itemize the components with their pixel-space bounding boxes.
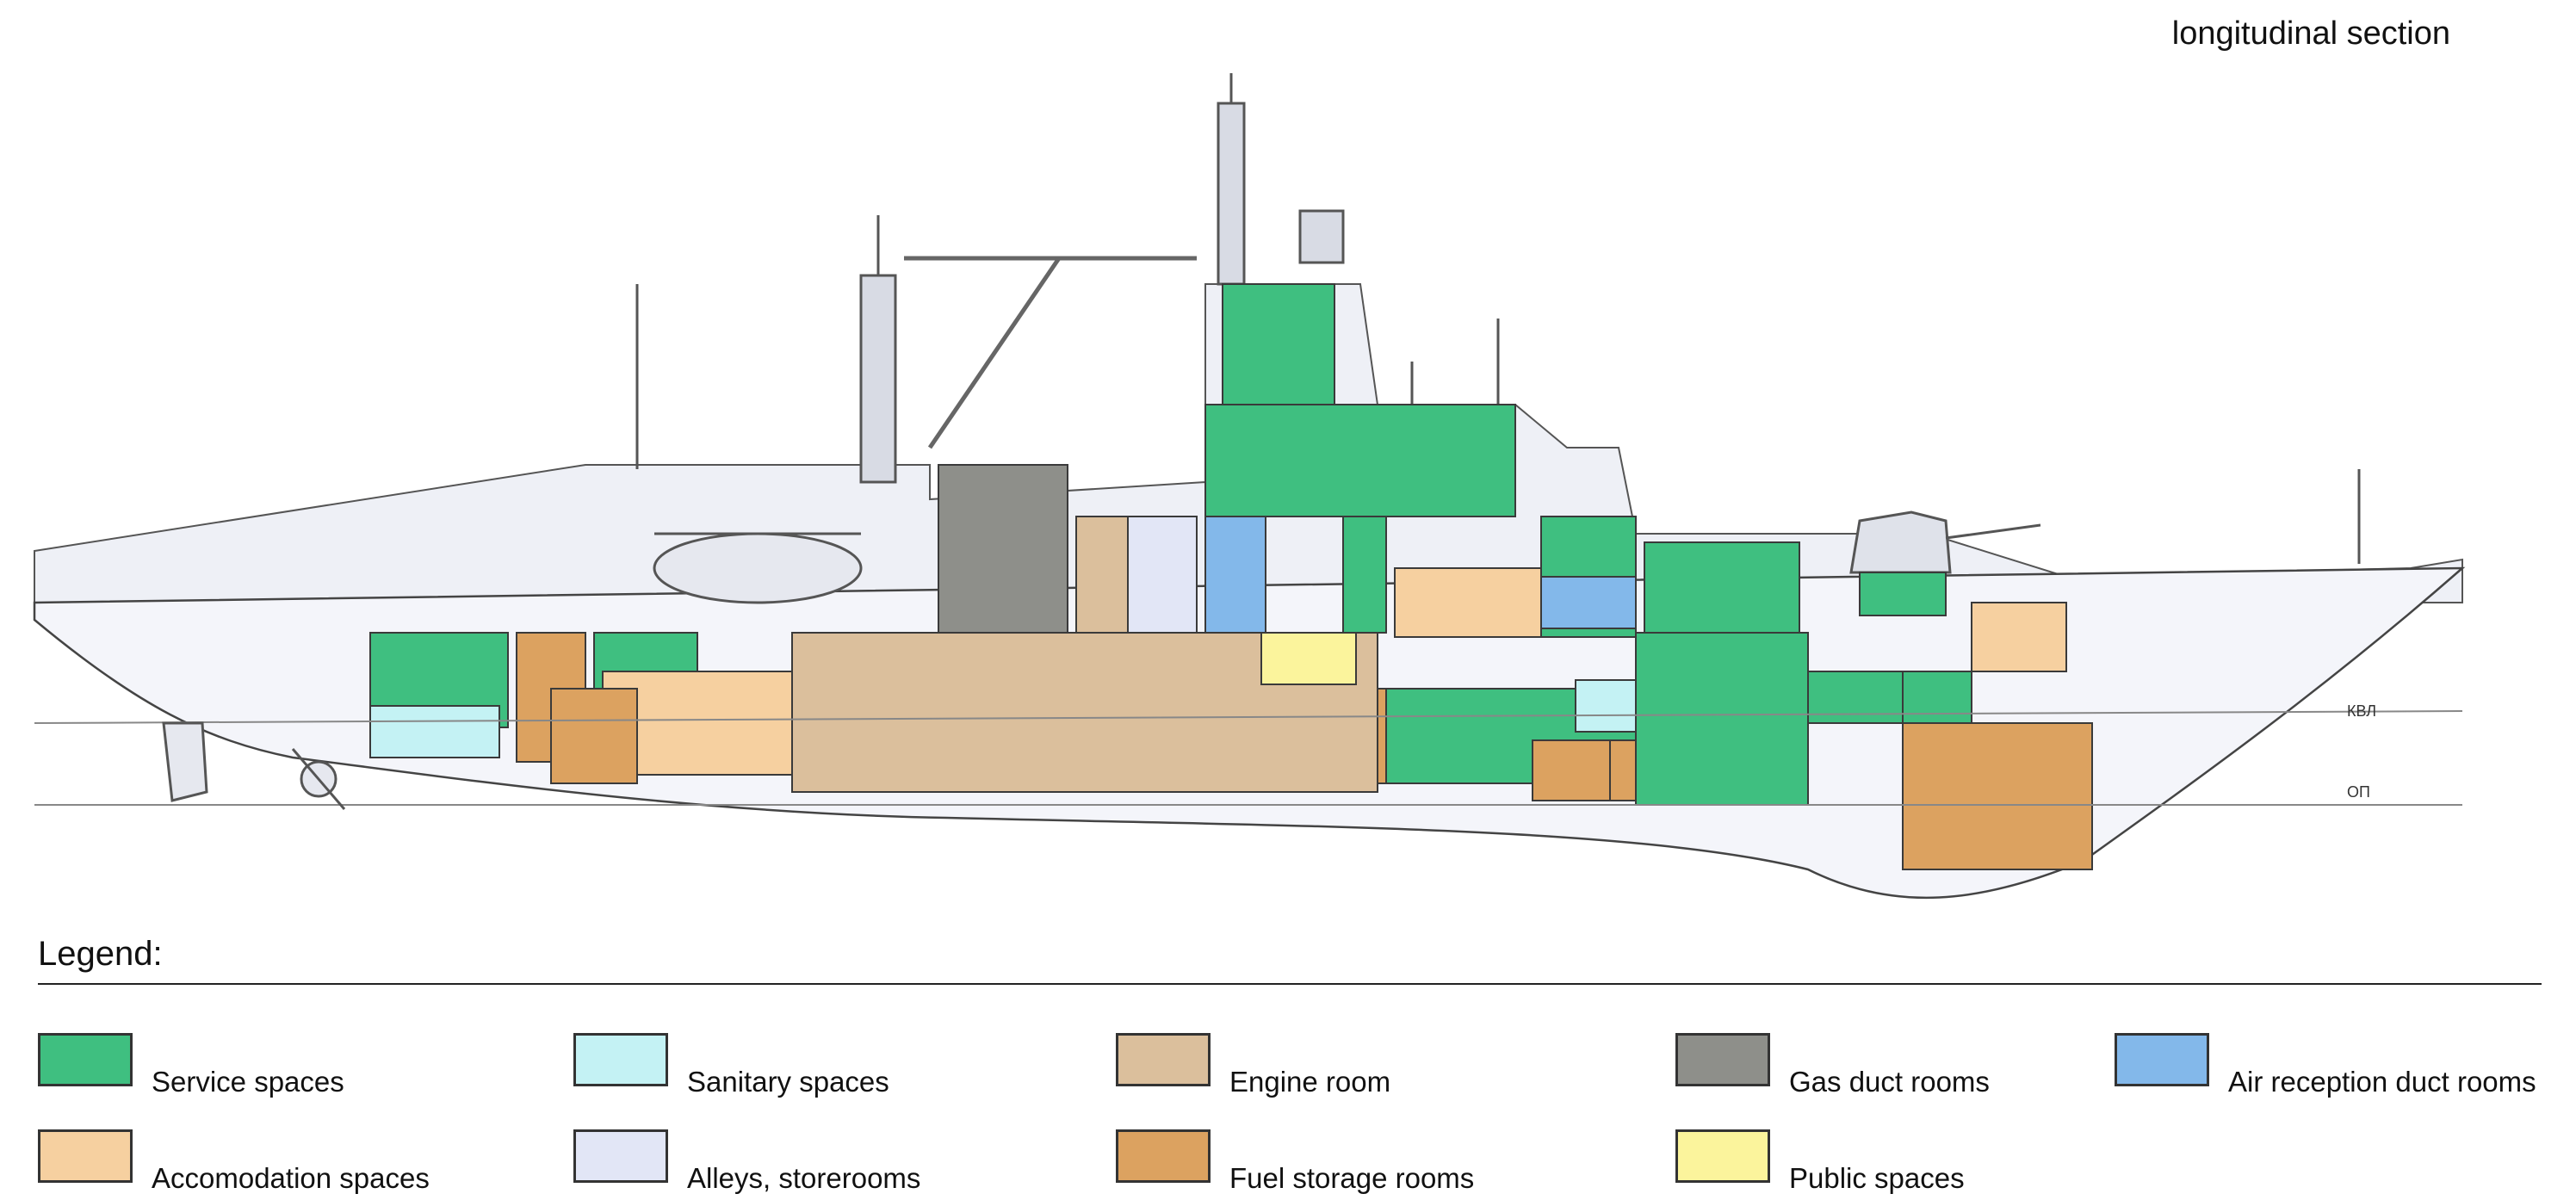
- legend-item-accom: Accomodation spaces: [38, 1129, 430, 1194]
- legend-title: Legend:: [38, 935, 163, 973]
- legend-swatch-accom: [38, 1129, 133, 1183]
- legend-label-accom: Accomodation spaces: [152, 1162, 430, 1194]
- legend-swatch-public: [1675, 1129, 1770, 1183]
- legend-label-gas: Gas duct rooms: [1789, 1066, 1990, 1098]
- legend-label-engine: Engine room: [1229, 1066, 1391, 1098]
- baseline-label: ОП: [2347, 783, 2370, 801]
- legend-swatch-alleys: [573, 1129, 668, 1183]
- legend-item-service: Service spaces: [38, 1033, 344, 1098]
- compartments: [369, 283, 2093, 870]
- waterline-label: КВЛ: [2347, 702, 2376, 720]
- legend-item-engine: Engine room: [1116, 1033, 1390, 1098]
- legend-label-service: Service spaces: [152, 1066, 344, 1098]
- legend-item-sanitary: Sanitary spaces: [573, 1033, 889, 1098]
- reference-lines: [34, 710, 2463, 806]
- propeller-icon: [162, 721, 346, 810]
- legend-swatch-sanitary: [573, 1033, 668, 1086]
- legend-item-air: Air reception duct rooms: [2115, 1033, 2536, 1098]
- legend-item-fuel: Fuel storage rooms: [1116, 1129, 1474, 1194]
- legend-swatch-air: [2115, 1033, 2209, 1086]
- legend-label-alleys: Alleys, storerooms: [687, 1162, 921, 1194]
- legend-label-air: Air reception duct rooms: [2228, 1066, 2536, 1098]
- crane: [904, 256, 1197, 449]
- diagram-title: longitudinal section: [2171, 15, 2450, 52]
- legend-item-gas: Gas duct rooms: [1675, 1033, 1990, 1098]
- legend-swatch-engine: [1116, 1033, 1211, 1086]
- legend-item-public: Public spaces: [1675, 1129, 1965, 1194]
- legend-item-alleys: Alleys, storerooms: [573, 1129, 920, 1194]
- legend-swatch-gas: [1675, 1033, 1770, 1086]
- ship-section-drawing: КВЛ ОП: [33, 73, 2466, 900]
- legend-label-fuel: Fuel storage rooms: [1229, 1162, 1475, 1194]
- legend-divider: [38, 983, 2542, 985]
- helicopter-icon: [653, 532, 863, 604]
- legend-label-sanitary: Sanitary spaces: [687, 1066, 889, 1098]
- legend-label-public: Public spaces: [1789, 1162, 1965, 1194]
- legend-swatch-fuel: [1116, 1129, 1211, 1183]
- legend-swatch-service: [38, 1033, 133, 1086]
